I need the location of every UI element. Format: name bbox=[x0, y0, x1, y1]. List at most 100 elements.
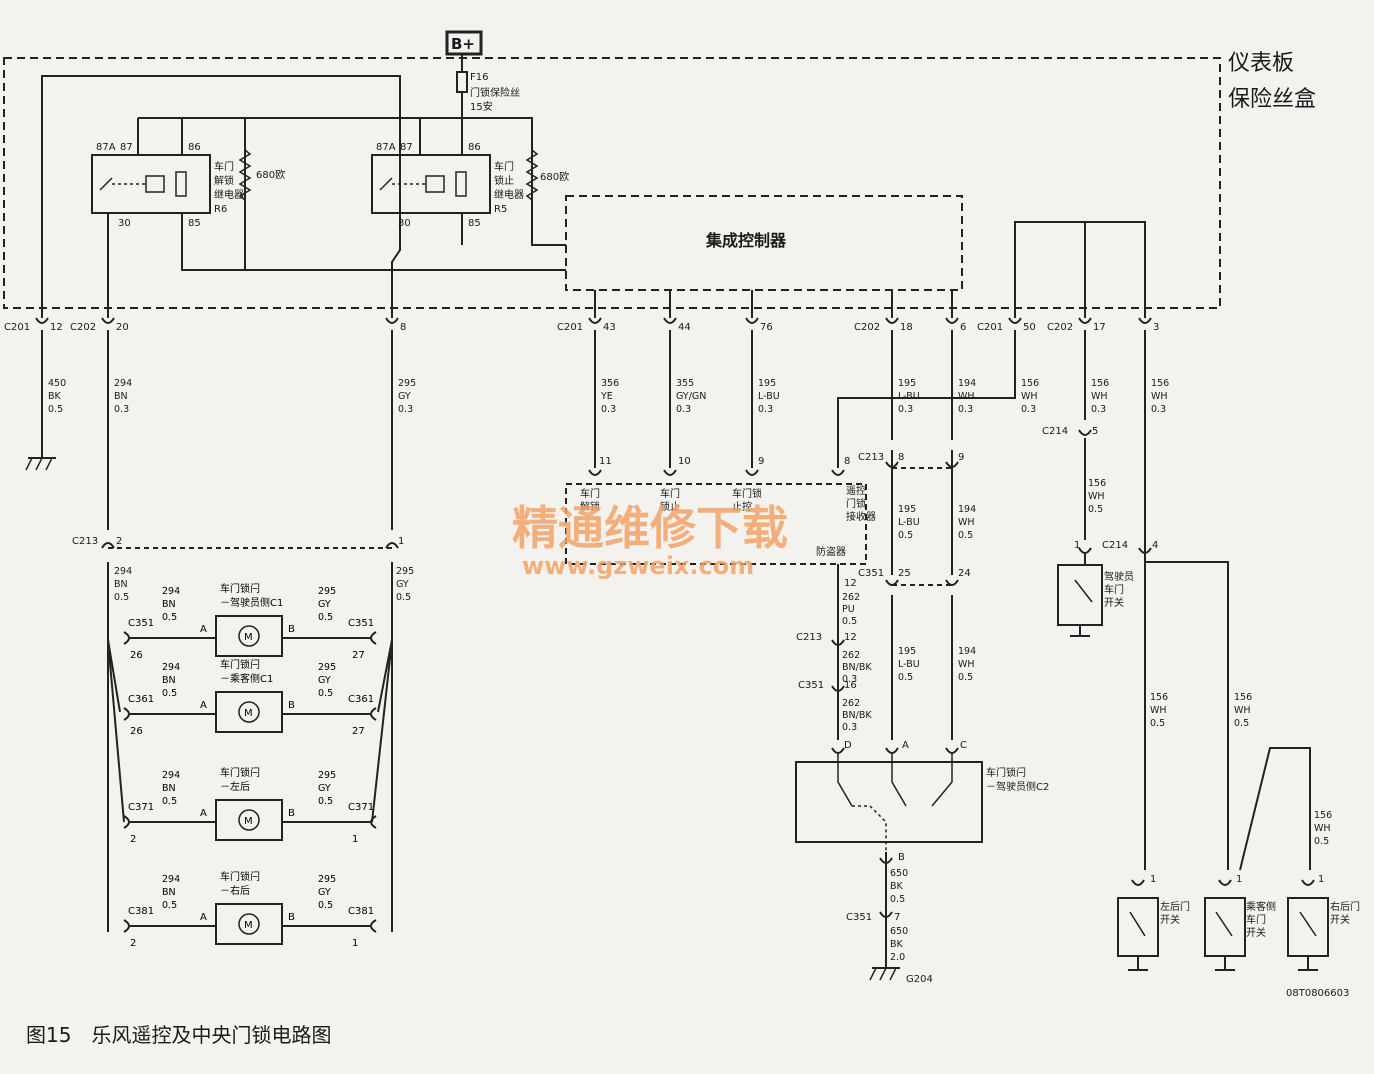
controller-outline bbox=[565, 195, 963, 291]
actuator-0-name-2: －驾驶员侧C1 bbox=[220, 596, 283, 609]
gnd-label: G204 bbox=[906, 974, 933, 985]
watermark-url: www.gzweix.com bbox=[522, 552, 754, 580]
actuator-1-wr-0: 295 bbox=[318, 662, 336, 673]
actuator-0-conn-l: C351 bbox=[128, 618, 154, 629]
actuator-0-name-1: 车门锁闩 bbox=[220, 582, 260, 595]
top-wire-9-2: 0.3 bbox=[1091, 404, 1106, 415]
relay-lock bbox=[371, 154, 491, 214]
c2-pin-a: A bbox=[902, 740, 909, 751]
top-wire-3-0: 356 bbox=[601, 378, 619, 389]
c213-wr-3: 0.5 bbox=[396, 592, 411, 603]
actuator-1-pin-b: B bbox=[288, 700, 295, 711]
sw2-w2: WH bbox=[1234, 705, 1251, 716]
actuator-2-pin-l: 2 bbox=[130, 834, 136, 845]
relay2-id: R5 bbox=[494, 204, 507, 215]
top-conn-1-name: C202 bbox=[70, 322, 96, 333]
rcv-l4-b: 门锁 bbox=[846, 497, 866, 510]
c214-pin-top: 5 bbox=[1092, 426, 1098, 437]
sw2-pin: 1 bbox=[1236, 874, 1242, 885]
top-wire-7-0: 194 bbox=[958, 378, 976, 389]
top-wire-0-0: 450 bbox=[48, 378, 66, 389]
actuator-3-wr-0: 295 bbox=[318, 874, 336, 885]
pu-w2: PU bbox=[842, 604, 855, 615]
svg-text:M: M bbox=[244, 920, 253, 931]
c351b-pin-r: 24 bbox=[958, 568, 971, 579]
top-conn-2-pin: 8 bbox=[400, 322, 406, 333]
driver-switch-1: 驾驶员 bbox=[1104, 570, 1134, 583]
top-conn-6-name: C202 bbox=[854, 322, 880, 333]
svg-text:M: M bbox=[244, 632, 253, 643]
rcv-l2-a: 车门 bbox=[660, 487, 680, 500]
relay1-87a: 87A bbox=[96, 142, 116, 153]
actuator-1-wl-0: 294 bbox=[162, 662, 180, 673]
actuator-2-name-2: －左后 bbox=[220, 780, 250, 793]
c214-pin-bot: 4 bbox=[1152, 540, 1158, 551]
c214-sw-pin: 1 bbox=[1074, 540, 1080, 551]
mid-wl-3: 0.5 bbox=[898, 530, 913, 541]
mid2-wl-3: 0.5 bbox=[898, 672, 913, 683]
actuator-2-pin-b: B bbox=[288, 808, 295, 819]
pu-w5: BN/BK bbox=[842, 662, 872, 673]
c2-pin-b: B bbox=[898, 852, 905, 863]
pu-w7: 262 bbox=[842, 698, 860, 709]
mid2-wr-2: WH bbox=[958, 659, 975, 670]
relay2-name-1: 车门 bbox=[494, 160, 514, 173]
actuator-0-conn-r: C351 bbox=[348, 618, 374, 629]
top-conn-3-name: C201 bbox=[557, 322, 583, 333]
mid2-wr-1: 194 bbox=[958, 646, 976, 657]
gnd-w5: BK bbox=[890, 939, 904, 950]
actuator-3-conn-l: C381 bbox=[128, 906, 154, 917]
actuator-0-wl-1: BN bbox=[162, 599, 176, 610]
gnd-w2: BK bbox=[890, 881, 904, 892]
fuse-box-title-1: 仪表板 bbox=[1228, 51, 1294, 76]
diagram-code: 08T0806603 bbox=[1286, 988, 1349, 999]
mid2-wl-2: L-BU bbox=[898, 659, 920, 670]
rcv-pin-10: 10 bbox=[678, 456, 691, 467]
sw3-pin: 1 bbox=[1318, 874, 1324, 885]
actuator-0-pin-b: B bbox=[288, 624, 295, 635]
mid-wr-2: WH bbox=[958, 517, 975, 528]
mid-wr-3: 0.5 bbox=[958, 530, 973, 541]
rcv-pin-11: 11 bbox=[599, 456, 612, 467]
top-wire-5-1: L-BU bbox=[758, 391, 780, 402]
top-wire-2-1: GY bbox=[398, 391, 411, 402]
top-wire-3-1: YE bbox=[600, 391, 613, 402]
top-wire-4-0: 355 bbox=[676, 378, 694, 389]
rcv-extra: 防盗器 bbox=[816, 545, 846, 558]
actuator-0-wl-0: 294 bbox=[162, 586, 180, 597]
relay2-87a: 87A bbox=[376, 142, 396, 153]
c214-conn-top: C214 bbox=[1042, 426, 1068, 437]
relay2-30: 30 bbox=[398, 218, 411, 229]
driver-switch-2: 车门 bbox=[1104, 583, 1124, 596]
top-wire-5-2: 0.3 bbox=[758, 404, 773, 415]
actuator-1-conn-l: C361 bbox=[128, 694, 154, 705]
pu-c351: C351 bbox=[798, 680, 824, 691]
rcv-l1-a: 车门 bbox=[580, 487, 600, 500]
sw3-name-1: 右后门 bbox=[1330, 900, 1360, 913]
top-conn-1-pin: 20 bbox=[116, 322, 129, 333]
relay1-id: R6 bbox=[214, 204, 227, 215]
sw2-w3: 0.5 bbox=[1234, 718, 1249, 729]
top-wire-6-1: L-BU bbox=[898, 391, 920, 402]
top-wire-8-0: 156 bbox=[1021, 378, 1039, 389]
top-wire-6-2: 0.3 bbox=[898, 404, 913, 415]
relay1-86: 86 bbox=[188, 142, 201, 153]
relay1-87: 87 bbox=[120, 142, 133, 153]
sw1-w2: WH bbox=[1150, 705, 1167, 716]
motor-icon bbox=[238, 809, 260, 831]
rcv-l1-b: 解锁 bbox=[580, 500, 600, 513]
rcv-l4-a: 遥控 bbox=[846, 484, 866, 497]
relay1-name-2: 解锁 bbox=[214, 174, 234, 187]
top-wire-8-2: 0.3 bbox=[1021, 404, 1036, 415]
c2-name-2: －驾驶员侧C2 bbox=[986, 780, 1049, 793]
actuator-3-wl-2: 0.5 bbox=[162, 900, 177, 911]
top-wire-2-2: 0.3 bbox=[398, 404, 413, 415]
sw3-w1: 156 bbox=[1314, 810, 1332, 821]
pu-c213-pin: 12 bbox=[844, 632, 857, 643]
top-wire-5-0: 195 bbox=[758, 378, 776, 389]
actuator-2-conn-l: C371 bbox=[128, 802, 154, 813]
sw1-name-2: 开关 bbox=[1160, 913, 1180, 926]
top-conn-8-pin: 50 bbox=[1023, 322, 1036, 333]
